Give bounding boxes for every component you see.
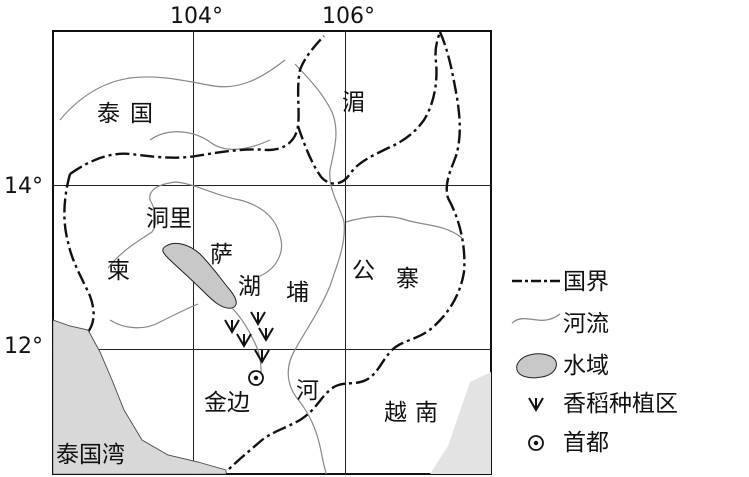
label-cambodia-3: 寨: [396, 266, 419, 292]
legend-river-label: 河流: [563, 310, 609, 337]
legend-symbols: [511, 279, 561, 451]
legend-item-water: 水域: [505, 349, 609, 383]
label-cambodia-2: 埔: [286, 280, 309, 306]
river-mekong: [287, 63, 345, 474]
river-lake-inflow: [107, 181, 283, 277]
rice-marker-5: [254, 349, 270, 364]
label-thailand: 泰国: [97, 101, 163, 127]
label-lake-3: 湖: [238, 274, 261, 300]
label-lake-1: 洞里: [146, 206, 192, 232]
delta-water: [430, 372, 491, 474]
legend-water-label: 水域: [563, 352, 609, 379]
border-cambodia-vietnam-east: [225, 197, 466, 473]
border-thai-cambodia-west: [63, 173, 95, 333]
grid-line-12: [52, 349, 492, 350]
legend-capital-symbol: [528, 435, 544, 451]
legend-river-symbol: [511, 313, 561, 324]
coast-line: [53, 319, 227, 471]
legend-rice-label: 香稻种植区: [563, 390, 678, 417]
legend-water-symbol: [516, 353, 557, 379]
legend-item-rice: 香稻种植区: [505, 387, 678, 421]
legend-capital-label: 首都: [563, 429, 609, 456]
label-mekong-1: 湄: [342, 90, 365, 116]
legend-item-capital: 首都: [505, 426, 609, 460]
label-capital: 金边: [204, 390, 250, 416]
border-laos-cambodia: [296, 31, 442, 185]
capital-symbol: [248, 370, 264, 386]
river-upper-2: [149, 131, 271, 150]
label-vietnam: 越南: [384, 400, 446, 426]
rice-marker-4: [258, 327, 274, 342]
legend-item-river: 河流: [505, 307, 609, 341]
label-cambodia-1: 柬: [107, 258, 130, 284]
grid-line-14: [52, 185, 492, 186]
label-river-1: 公: [352, 258, 375, 284]
border-vietnam-laos: [438, 31, 461, 199]
river-south-1: [109, 303, 199, 329]
legend-border-label: 国界: [563, 268, 609, 295]
river-upper-1: [59, 59, 286, 121]
label-river-2: 河: [296, 378, 319, 404]
lon-tick-106: 106°: [322, 4, 375, 29]
rice-marker-2: [250, 311, 266, 326]
border-thai-cambodia-north: [69, 35, 325, 175]
legend-rice-symbol: [528, 397, 544, 412]
label-lake-2: 萨: [210, 242, 233, 268]
lat-tick-14: 14°: [4, 174, 43, 199]
rice-marker-3: [236, 333, 252, 348]
rice-marker-1: [224, 319, 240, 334]
map-frame: [52, 30, 492, 475]
legend-item-border: 国界: [505, 265, 609, 299]
lon-tick-104: 104°: [170, 4, 223, 29]
rice-area-markers: [224, 311, 274, 364]
label-gulf: 泰国湾: [56, 442, 125, 468]
lat-tick-12: 12°: [4, 334, 43, 359]
river-east: [345, 215, 463, 239]
grid-line-106: [345, 30, 346, 475]
